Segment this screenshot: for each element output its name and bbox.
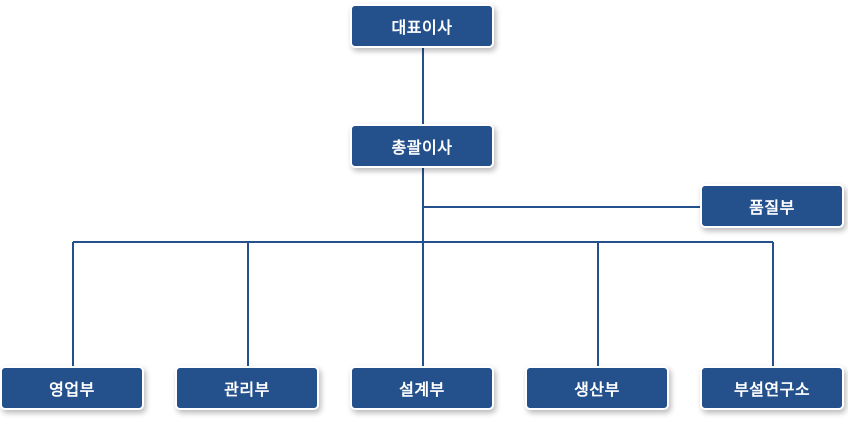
ceo-box: 대표이사: [350, 4, 494, 48]
production-dept-box: 생산부: [525, 366, 669, 410]
design-dept-box: 설계부: [350, 366, 494, 410]
quality-dept-box: 품질부: [700, 184, 844, 228]
research-lab-box: 부설연구소: [700, 366, 844, 410]
admin-dept-box: 관리부: [175, 366, 319, 410]
general-manager-box: 총괄이사: [350, 124, 494, 168]
sales-dept-box: 영업부: [0, 366, 144, 410]
